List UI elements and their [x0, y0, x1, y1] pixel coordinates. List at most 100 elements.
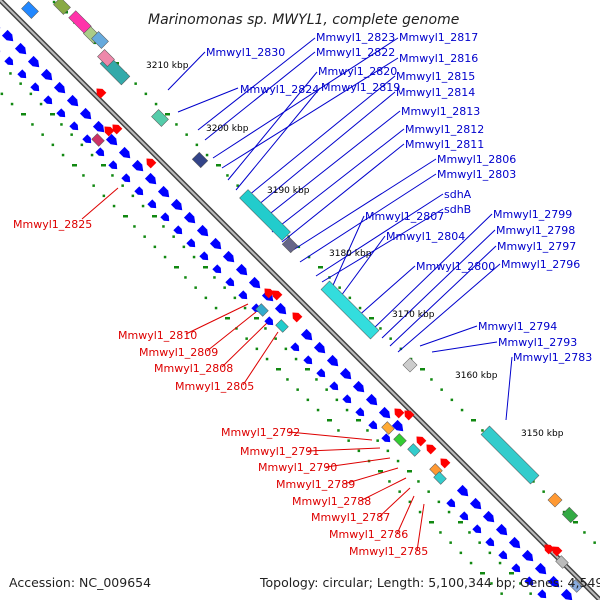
- forward-gene-arrow: [495, 523, 508, 536]
- leader-line-blue: [289, 158, 437, 253]
- forward-gene-arrow: [14, 42, 27, 55]
- gene-label-2790[interactable]: Mmwyl1_2790: [258, 461, 337, 474]
- gene-label-2783[interactable]: Mmwyl1_2783: [513, 351, 592, 364]
- gene-label-2807[interactable]: Mmwyl1_2807: [365, 210, 444, 223]
- gene-label-2812[interactable]: Mmwyl1_2812: [405, 123, 484, 136]
- forward-gene-arrow: [534, 562, 547, 575]
- scale-dot: [296, 388, 299, 391]
- gene-label-2800[interactable]: Mmwyl1_2800: [416, 260, 495, 273]
- gene-label-2806[interactable]: Mmwyl1_2806: [437, 153, 516, 166]
- gene-arrow-shape: [329, 381, 339, 391]
- leader-line-blue: [212, 37, 399, 159]
- gene-label-2794[interactable]: Mmwyl1_2794: [478, 320, 557, 333]
- scale-label-3150: 3150 kbp: [521, 429, 564, 439]
- gene-label-2814[interactable]: Mmwyl1_2814: [396, 86, 475, 99]
- scale-dot: [184, 276, 187, 279]
- forward-gene-arrow: [183, 211, 196, 224]
- scale-dot: [429, 521, 434, 524]
- scale-dot: [460, 408, 464, 412]
- leader-line-red: [416, 503, 425, 552]
- forward-gene-arrow: [381, 433, 391, 443]
- scale-dot: [294, 357, 298, 361]
- gene-arrow-shape: [508, 536, 521, 549]
- gene-arrow-shape: [30, 82, 40, 92]
- gene-label-2810[interactable]: Mmwyl1_2810: [118, 329, 197, 342]
- scale-dot: [284, 347, 288, 351]
- gene-label-2823[interactable]: Mmwyl1_2823: [316, 31, 395, 44]
- scale-dot: [490, 582, 493, 585]
- gene-label-2824[interactable]: Mmwyl1_2824: [240, 83, 319, 96]
- gene-arrow-shape: [264, 288, 275, 299]
- gene-label-2787[interactable]: Mmwyl1_2787: [311, 511, 390, 524]
- gene-label-2797[interactable]: Mmwyl1_2797: [497, 240, 576, 253]
- scale-dot: [468, 531, 471, 534]
- forward-gene-arrow: [173, 225, 183, 235]
- forward-gene-arrow: [95, 147, 105, 157]
- gene-arrow-shape: [104, 126, 115, 137]
- gene-label-2813[interactable]: Mmwyl1_2813: [401, 105, 480, 118]
- gene-label-2809[interactable]: Mmwyl1_2809: [139, 346, 218, 359]
- gene-label-2789[interactable]: Mmwyl1_2789: [276, 478, 355, 491]
- forward-gene-arrow: [27, 55, 40, 68]
- gene-label-2815[interactable]: Mmwyl1_2815: [396, 70, 475, 83]
- scale-dot: [72, 164, 77, 167]
- gene-label-2830[interactable]: Mmwyl1_2830: [206, 46, 285, 59]
- gene-arrow-shape: [313, 341, 326, 354]
- forward-gene-arrow: [235, 263, 248, 276]
- gene-label-2808[interactable]: Mmwyl1_2808: [154, 362, 233, 375]
- gene-label-2811[interactable]: Mmwyl1_2811: [405, 138, 484, 151]
- forward-gene-arrow: [222, 250, 235, 263]
- gene-label-2819[interactable]: Mmwyl1_2819: [321, 81, 400, 94]
- gene-label-2803[interactable]: Mmwyl1_2803: [437, 168, 516, 181]
- leader-line-red: [396, 495, 415, 535]
- gene-label-2798[interactable]: Mmwyl1_2798: [496, 224, 575, 237]
- leader-line-blue: [389, 245, 497, 347]
- gene-label-2816[interactable]: Mmwyl1_2816: [399, 52, 478, 65]
- gene-label-2820[interactable]: Mmwyl1_2820: [318, 65, 397, 78]
- gene-arrow-shape: [339, 367, 352, 380]
- leader-line-red: [288, 431, 373, 441]
- gene-label-sdhB[interactable]: sdhB: [444, 203, 471, 216]
- gene-arrow-shape: [355, 407, 365, 417]
- gene-label-2796[interactable]: Mmwyl1_2796: [501, 258, 580, 271]
- gene-label-2785[interactable]: Mmwyl1_2785: [349, 545, 428, 558]
- forward-gene-arrow: [40, 68, 53, 81]
- gene-label-2793[interactable]: Mmwyl1_2793: [498, 336, 577, 349]
- leader-line-blue: [371, 213, 493, 331]
- gene-label-2825[interactable]: Mmwyl1_2825: [13, 218, 92, 231]
- scale-dot: [10, 102, 14, 106]
- gene-arrow-shape: [391, 419, 404, 432]
- forward-gene-arrow: [4, 56, 14, 66]
- gene-arrow-shape: [96, 88, 107, 99]
- gene-label-2799[interactable]: Mmwyl1_2799: [493, 208, 572, 221]
- scale-dot: [101, 164, 106, 167]
- reverse-gene-arrow: [404, 410, 415, 421]
- scale-dot: [29, 92, 33, 96]
- gene-arrow-shape: [547, 575, 560, 588]
- forward-gene-arrow: [248, 276, 261, 289]
- gene-arrow-shape: [56, 108, 66, 118]
- gene-arrow-shape: [212, 264, 222, 274]
- feature-tile-rect: [91, 31, 109, 49]
- gene-label-2792[interactable]: Mmwyl1_2792: [221, 426, 300, 439]
- gene-label-2791[interactable]: Mmwyl1_2791: [240, 445, 319, 458]
- leader-line-blue: [299, 173, 437, 263]
- scale-dot: [437, 500, 441, 504]
- scale-dot: [143, 235, 146, 238]
- forward-gene-arrow: [209, 237, 222, 250]
- gene-arrow-shape: [552, 546, 563, 557]
- forward-gene-arrow: [560, 588, 573, 600]
- leader-line-red: [206, 311, 257, 352]
- gene-label-2822[interactable]: Mmwyl1_2822: [316, 46, 395, 59]
- gene-arrow-shape: [469, 497, 482, 510]
- gene-label-2817[interactable]: Mmwyl1_2817: [399, 31, 478, 44]
- gene-label-sdhA[interactable]: sdhA: [444, 188, 472, 201]
- gene-label-2804[interactable]: Mmwyl1_2804: [386, 230, 465, 243]
- gene-label-2788[interactable]: Mmwyl1_2788: [292, 495, 371, 508]
- map-title: Marinomonas sp. MWYL1, complete genome: [148, 12, 459, 28]
- gene-label-2805[interactable]: Mmwyl1_2805: [175, 380, 254, 393]
- leader-line-blue: [197, 37, 316, 131]
- gene-label-2786[interactable]: Mmwyl1_2786: [329, 528, 408, 541]
